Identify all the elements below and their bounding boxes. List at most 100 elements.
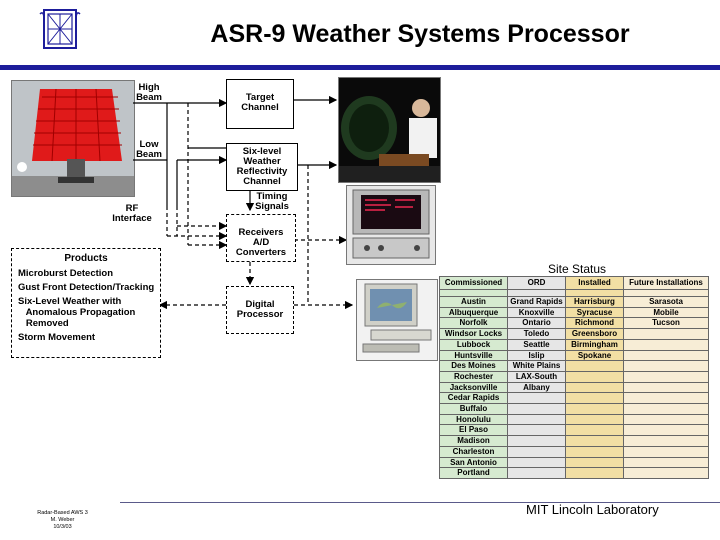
receivers-label: Receivers A/D Converters [235,227,287,258]
site-status-cell: Toledo [507,328,566,340]
site-status-cell: LAX-South [507,370,566,383]
site-status-cell [565,413,624,426]
rf-interface-label: RF Interface [112,203,152,224]
site-status-cell [623,328,709,340]
computer-photo [356,279,438,361]
site-status-cell [623,381,709,394]
site-status-cell [623,349,709,362]
footer-citation: Radar-Based AWS 3 M. Weber 10/3/03 [30,510,95,531]
column-header: ORD [507,276,566,290]
site-status-cell [565,360,624,372]
target-channel-label: Target Channel [241,92,279,113]
site-status-cell [507,403,566,415]
site-status-header-row: Commissioned ORD Installed Future Instal… [439,276,709,290]
digital-processor-box: Digital Processor [226,286,294,334]
footer-org: MIT Lincoln Laboratory [526,502,659,517]
site-status-cell: Jacksonville [439,381,508,394]
site-status-cell: El Paso [439,424,508,437]
site-status-row: Honolulu [439,413,709,426]
site-status-cell [565,392,624,405]
site-status-title: Site Status [548,262,607,276]
site-status-cell: Ontario [507,317,566,330]
site-status-cell [565,435,624,447]
site-status-cell [507,467,566,479]
site-status-cell: Syracuse [565,306,624,319]
site-status-cell: Des Moines [439,360,508,372]
site-status-cell [623,360,709,372]
site-status-cell: Knoxville [507,306,566,319]
site-status-cell [623,392,709,405]
six-level-label: Six-level Weather Reflectivity Channel [236,146,288,187]
site-status-cell [623,467,709,479]
site-status-cell [623,370,709,383]
site-status-cell [565,467,624,479]
low-beam-label: Low Beam [136,139,162,160]
site-status-cell: Honolulu [439,413,508,426]
site-status-cell: Lubbock [439,338,508,351]
site-status-row: Charleston [439,445,709,458]
site-status-cell [623,435,709,447]
site-status-cell: Cedar Rapids [439,392,508,405]
site-status-row: San Antonio [439,456,709,469]
title-rule [0,65,720,70]
site-status-cell: Birmingham [565,338,624,351]
site-status-cell: Spokane [565,349,624,362]
site-status-cell: Harrisburg [565,296,624,308]
site-status-cell [623,403,709,415]
product-item: Storm Movement [18,332,96,343]
site-status-cell [623,445,709,458]
site-status-cell [565,445,624,458]
site-status-cell [507,413,566,426]
site-status-cell [565,403,624,415]
footer-rule [120,502,720,503]
site-status-cell [507,456,566,469]
product-item: Microburst Detection [18,268,114,279]
receivers-box: Receivers A/D Converters [226,214,296,262]
site-status-cell: Buffalo [439,403,508,415]
site-status-cell [623,413,709,426]
site-status-cell: Charleston [439,445,508,458]
column-header: Commissioned [439,276,508,290]
column-header: Installed [565,276,624,290]
site-status-cell: Albuquerque [439,306,508,319]
digital-processor-label: Digital Processor [236,299,284,320]
site-status-cell [623,456,709,469]
site-status-row: Cedar Rapids [439,392,709,405]
page-title: ASR-9 Weather Systems Processor [210,20,630,48]
footer-line: M. Weber [50,517,75,523]
product-item: Gust Front Detection/Tracking [18,282,155,293]
site-status-cell [565,456,624,469]
operator-photo [338,77,441,183]
site-status-cell [565,424,624,437]
site-status-row: El Paso [439,424,709,437]
site-status-cell: Richmond [565,317,624,330]
site-status-cell: Islip [507,349,566,362]
product-item: Six-Level Weather with Anomalous Propaga… [18,296,136,329]
site-status-cell [623,338,709,351]
six-level-box: Six-level Weather Reflectivity Channel [226,143,298,191]
site-status-cell [623,424,709,437]
footer-line: 10/3/03 [53,524,72,530]
mit-ll-logo [36,6,84,52]
site-status-cell: Greensboro [565,328,624,340]
products-box: Products Microburst Detection Gust Front… [11,248,161,358]
site-status-cell: Tucson [623,317,709,330]
high-beam-label: High Beam [136,82,162,103]
site-status-cell: Mobile [623,306,709,319]
site-status-cell: Albany [507,381,566,394]
site-status-cell [507,424,566,437]
site-status-cell [565,370,624,383]
site-status-cell: White Plains [507,360,566,372]
site-status-cell: Rochester [439,370,508,383]
antenna-photo [11,80,135,197]
site-status-cell: Madison [439,435,508,447]
timing-signals-label: Timing Signals [255,191,289,212]
site-status-table: Commissioned ORD Installed Future Instal… [439,276,709,479]
